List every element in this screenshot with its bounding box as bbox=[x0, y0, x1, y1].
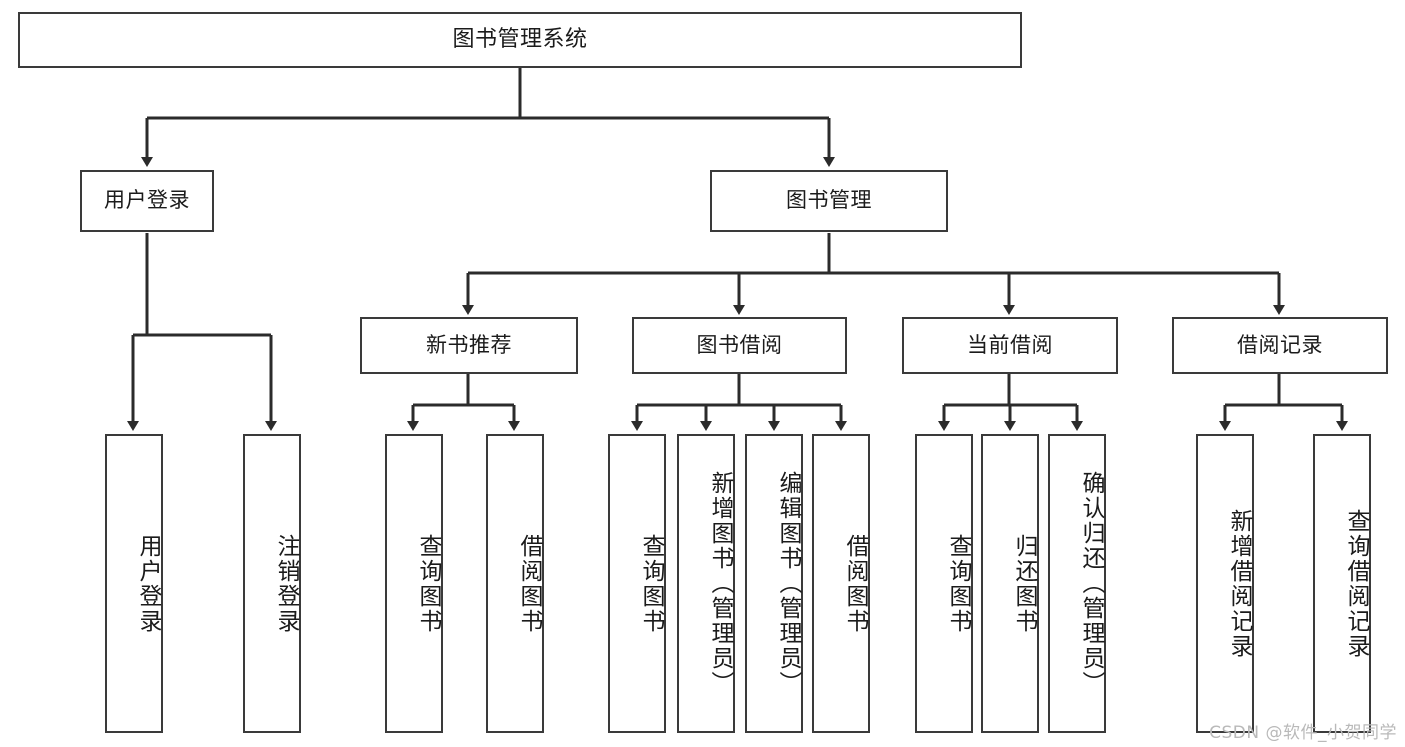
leaf-book-borrow-borrow-label: 借阅图书 bbox=[842, 533, 868, 634]
leaf-new-book-borrow[interactable]: 借阅图书 bbox=[486, 434, 544, 733]
leaf-borrow-record-query-label: 查询借阅记录 bbox=[1343, 508, 1369, 659]
watermark-text: CSDN @软件_小贺同学 bbox=[1209, 723, 1397, 743]
leaf-new-book-query-label: 查询图书 bbox=[415, 533, 441, 634]
node-book-manage-label: 图书管理 bbox=[786, 188, 872, 213]
leaf-new-book-query[interactable]: 查询图书 bbox=[385, 434, 443, 733]
leaf-current-borrow-confirm[interactable]: 确认归还（管理员） bbox=[1048, 434, 1106, 733]
leaf-book-borrow-borrow[interactable]: 借阅图书 bbox=[812, 434, 870, 733]
leaf-book-borrow-edit[interactable]: 编辑图书（管理员） bbox=[745, 434, 803, 733]
leaf-book-borrow-add-label: 新增图书（管理员） bbox=[707, 471, 733, 696]
leaf-book-borrow-query-label: 查询图书 bbox=[638, 533, 664, 634]
leaf-current-borrow-return[interactable]: 归还图书 bbox=[981, 434, 1039, 733]
node-current-borrow[interactable]: 当前借阅 bbox=[902, 317, 1118, 374]
node-book-borrow-label: 图书借阅 bbox=[696, 332, 783, 357]
leaf-user-login-login-label: 用户登录 bbox=[135, 533, 161, 634]
node-root-system[interactable]: 图书管理系统 bbox=[18, 12, 1022, 68]
node-borrow-record[interactable]: 借阅记录 bbox=[1172, 317, 1388, 374]
node-user-login[interactable]: 用户登录 bbox=[80, 170, 214, 232]
node-new-book-recommend-label: 新书推荐 bbox=[426, 332, 512, 357]
node-book-manage[interactable]: 图书管理 bbox=[710, 170, 948, 232]
node-current-borrow-label: 当前借阅 bbox=[967, 332, 1053, 357]
node-book-borrow[interactable]: 图书借阅 bbox=[632, 317, 847, 374]
leaf-current-borrow-confirm-label: 确认归还（管理员） bbox=[1078, 471, 1104, 696]
leaf-book-borrow-query[interactable]: 查询图书 bbox=[608, 434, 666, 733]
node-borrow-record-label: 借阅记录 bbox=[1237, 332, 1323, 357]
leaf-borrow-record-add[interactable]: 新增借阅记录 bbox=[1196, 434, 1254, 733]
leaf-user-login-logout-label: 注销登录 bbox=[273, 533, 299, 634]
leaf-book-borrow-edit-label: 编辑图书（管理员） bbox=[775, 471, 801, 696]
leaf-user-login-login[interactable]: 用户登录 bbox=[105, 434, 163, 733]
leaf-book-borrow-add[interactable]: 新增图书（管理员） bbox=[677, 434, 735, 733]
node-user-login-label: 用户登录 bbox=[104, 188, 190, 213]
leaf-borrow-record-add-label: 新增借阅记录 bbox=[1226, 508, 1252, 659]
leaf-current-borrow-query-label: 查询图书 bbox=[945, 533, 971, 634]
leaf-current-borrow-return-label: 归还图书 bbox=[1011, 533, 1037, 634]
leaf-current-borrow-query[interactable]: 查询图书 bbox=[915, 434, 973, 733]
node-new-book-recommend[interactable]: 新书推荐 bbox=[360, 317, 578, 374]
leaf-borrow-record-query[interactable]: 查询借阅记录 bbox=[1313, 434, 1371, 733]
leaf-user-login-logout[interactable]: 注销登录 bbox=[243, 434, 301, 733]
leaf-new-book-borrow-label: 借阅图书 bbox=[516, 533, 542, 634]
node-root-system-label: 图书管理系统 bbox=[452, 26, 588, 52]
